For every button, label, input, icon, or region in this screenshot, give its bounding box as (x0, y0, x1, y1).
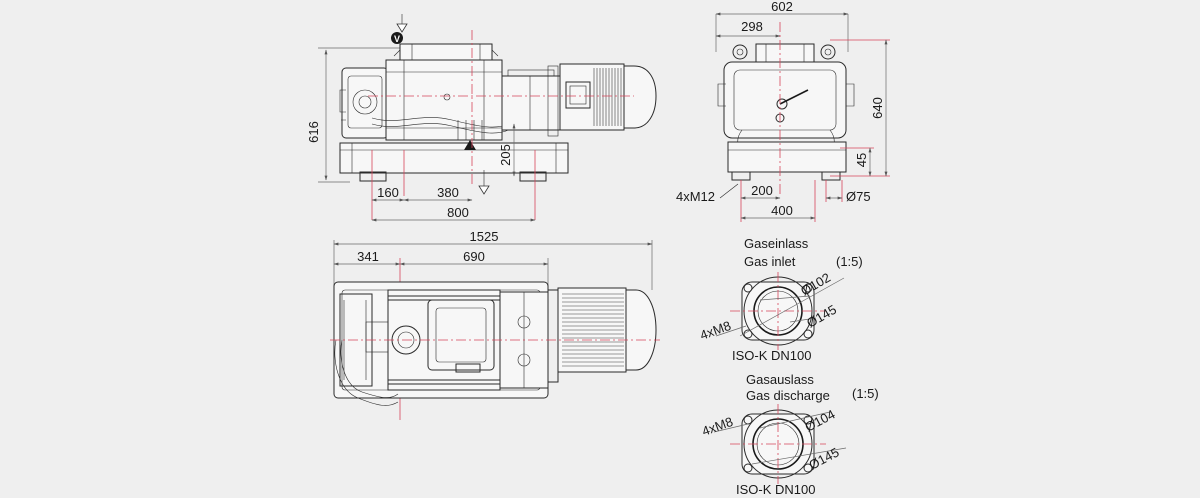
side-view: 616 (306, 14, 657, 222)
motor-body (559, 63, 625, 131)
end-lever (779, 89, 809, 105)
outlet-flange-detail: Gasauslass Gas discharge (1:5) Ø104 Ø145… (700, 372, 879, 497)
dim-640: 640 (870, 97, 885, 119)
dim-616: 616 (306, 121, 321, 143)
rotor-housing (385, 59, 503, 141)
inlet-flange-detail: Gaseinlass Gas inlet (1:5) Ø102 Ø145 4xM… (698, 236, 863, 363)
dim-1525: 1525 (470, 229, 499, 244)
dim-400: 400 (771, 203, 793, 218)
dim-800: 800 (447, 205, 469, 220)
outlet-scale: (1:5) (852, 386, 879, 401)
dim-298: 298 (741, 19, 763, 34)
note-4xM12: 4xM12 (676, 189, 715, 204)
dim-45: 45 (854, 153, 869, 167)
base-frame (339, 142, 569, 174)
inlet-bolts: 4xM8 (698, 318, 733, 343)
top-view: 1525 341 690 (330, 229, 660, 420)
inlet-title-en: Gas inlet (744, 254, 796, 269)
motor-fan-cover (623, 65, 657, 129)
outlet-standard: ISO-K DN100 (736, 482, 815, 497)
inlet-title-de: Gaseinlass (744, 236, 809, 251)
outlet-title-en: Gas discharge (746, 388, 830, 403)
inlet-standard: ISO-K DN100 (732, 348, 811, 363)
top-motor-fan-cover (625, 289, 657, 371)
flow-mark-icon (391, 32, 403, 44)
inlet-flange-side (399, 43, 493, 61)
inlet-scale: (1:5) (836, 254, 863, 269)
dim-160: 160 (377, 185, 399, 200)
dim-d75: Ø75 (846, 189, 871, 204)
dim-205: 205 (498, 144, 513, 166)
outlet-bolts: 4xM8 (700, 414, 735, 439)
dim-200: 200 (751, 183, 773, 198)
outlet-d-inner: Ø104 (802, 406, 837, 434)
dim-341: 341 (357, 249, 379, 264)
dim-602: 602 (771, 0, 793, 14)
dim-380: 380 (437, 185, 459, 200)
dim-690: 690 (463, 249, 485, 264)
coupling-housing (501, 75, 561, 131)
end-view: 602 298 640 45 (676, 0, 890, 222)
end-inlet-flange (755, 43, 815, 63)
flow-mark: V (394, 34, 400, 44)
outlet-title-de: Gasauslass (746, 372, 814, 387)
end-base (727, 141, 847, 173)
